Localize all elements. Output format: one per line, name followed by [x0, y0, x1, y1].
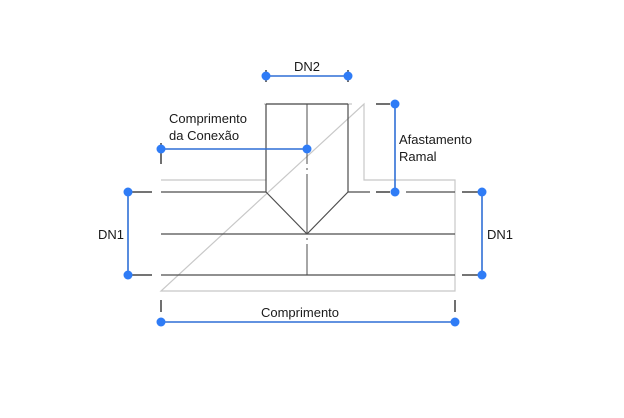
dn1-left-handle-top[interactable]	[123, 187, 133, 197]
dn1-right-handle-bottom[interactable]	[477, 270, 487, 280]
dn2-handle-left[interactable]	[261, 71, 271, 81]
dn1-right-handle-top[interactable]	[477, 187, 487, 197]
dn1-right-label: DN1	[487, 227, 513, 242]
comprimento-conexao-handle-right[interactable]	[302, 144, 312, 154]
dn1-left-handle-bottom[interactable]	[123, 270, 133, 280]
afastamento-label-line1: Afastamento	[399, 132, 472, 147]
comprimento-conexao-label-line1: Comprimento	[169, 111, 247, 126]
comprimento-handle-left[interactable]	[156, 317, 166, 327]
afastamento-handle-bottom[interactable]	[390, 187, 400, 197]
dn1-left-label: DN1	[98, 227, 124, 242]
comprimento-label: Comprimento	[261, 305, 339, 320]
branch-diagonal-left	[265, 191, 308, 235]
afastamento-handle-top[interactable]	[390, 99, 400, 109]
dn2-handle-right[interactable]	[343, 71, 353, 81]
comprimento-conexao-label-line2: da Conexão	[169, 128, 239, 143]
dn2-label: DN2	[294, 59, 320, 74]
afastamento-label-line2: Ramal	[399, 149, 437, 164]
comprimento-handle-right[interactable]	[450, 317, 460, 327]
comprimento-conexao-handle-left[interactable]	[156, 144, 166, 154]
branch-diagonal-right	[306, 191, 349, 235]
